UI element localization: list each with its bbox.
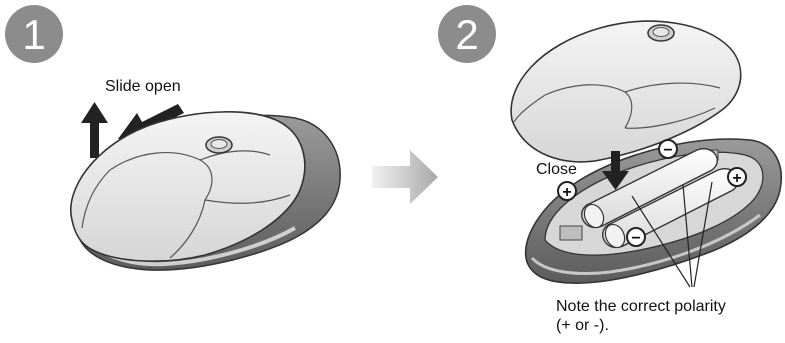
minus-marker-bottom: − (627, 228, 645, 247)
step-2-panel: 2 (438, 5, 781, 334)
slide-open-label: Slide open (105, 78, 181, 95)
step-1-number-badge: 1 (5, 5, 63, 63)
step-1-panel: 1 Slide open (5, 5, 340, 270)
plus-marker-right: + (728, 168, 746, 187)
gradient-right-arrow-icon (372, 150, 438, 204)
plus-symbol: + (562, 184, 571, 201)
mouse-closed (71, 112, 340, 270)
polarity-note-line-2: (+ or -). (556, 317, 609, 334)
minus-marker-top: − (659, 140, 677, 159)
step-2-number: 2 (455, 11, 478, 58)
plus-symbol: + (732, 170, 741, 187)
step-2-number-badge: 2 (438, 5, 496, 63)
polarity-note-line-1: Note the correct polarity (556, 298, 726, 315)
up-arrow-icon (81, 102, 108, 158)
minus-symbol: − (631, 230, 640, 247)
close-label: Close (536, 161, 577, 178)
minus-symbol: − (663, 142, 672, 159)
plus-marker-left: + (558, 182, 576, 201)
step-1-number: 1 (22, 11, 45, 58)
